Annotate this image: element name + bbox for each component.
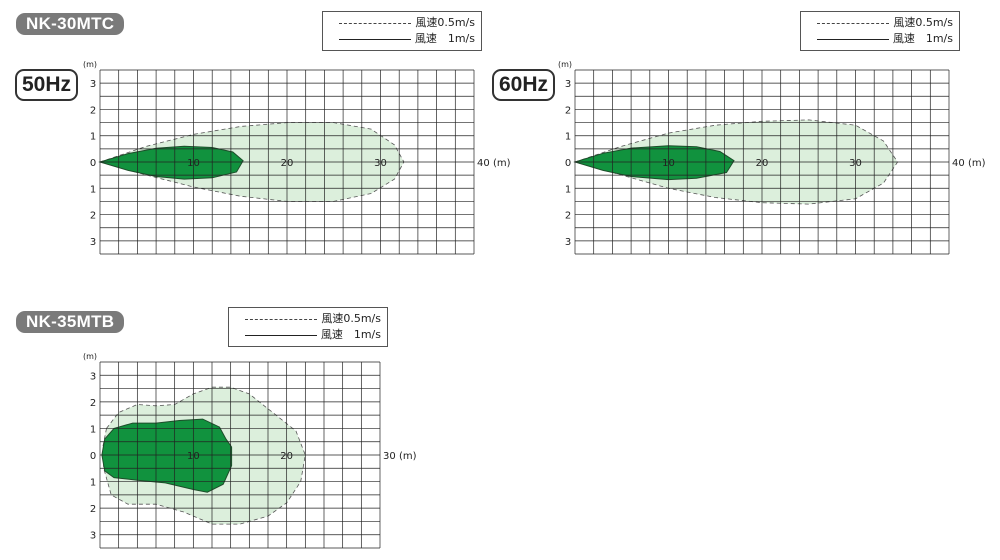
x-axis-unit: (m) xyxy=(399,451,417,462)
x-tick-label: 40 xyxy=(952,158,965,169)
solid-line-icon xyxy=(244,334,317,336)
legend-item-solid: 風速 1m/s xyxy=(329,31,475,47)
x-tick-label: 30 xyxy=(374,158,387,169)
y-tick-label: 2 xyxy=(565,105,571,116)
y-axis-unit: (m) xyxy=(83,352,97,361)
legend-label: 風速 1m/s xyxy=(320,328,381,341)
y-tick-label: 3 xyxy=(565,79,571,90)
legend-chart-3: 風速0.5m/s 風速 1m/s xyxy=(228,307,388,347)
y-tick-label: 2 xyxy=(90,105,96,116)
dashed-line-icon xyxy=(245,318,318,320)
y-tick-label: 0 xyxy=(565,158,571,169)
y-tick-label: 2 xyxy=(565,211,571,222)
x-tick-label: 10 xyxy=(187,158,200,169)
x-tick-label: 40 xyxy=(477,158,490,169)
x-tick-label: 20 xyxy=(280,451,293,462)
y-tick-label: 1 xyxy=(90,184,96,195)
legend-item-dashed: 風速0.5m/s xyxy=(235,311,381,327)
x-tick-label: 30 xyxy=(383,451,396,462)
x-axis-unit: (m) xyxy=(493,158,511,169)
legend-chart-2: 風速0.5m/s 風速 1m/s xyxy=(800,11,960,51)
y-tick-label: 1 xyxy=(565,184,571,195)
y-tick-label: 2 xyxy=(90,504,96,515)
solid-line-icon xyxy=(338,38,411,40)
y-tick-label: 0 xyxy=(90,158,96,169)
y-tick-label: 1 xyxy=(565,132,571,143)
legend-label: 風速 1m/s xyxy=(892,32,953,45)
y-tick-label: 3 xyxy=(90,531,96,542)
x-tick-label: 20 xyxy=(281,158,294,169)
legend-label: 風速0.5m/s xyxy=(415,16,475,29)
y-axis-unit: (m) xyxy=(558,60,572,69)
x-axis-unit: (m) xyxy=(968,158,986,169)
legend-item-solid: 風速 1m/s xyxy=(235,327,381,343)
y-tick-label: 1 xyxy=(90,478,96,489)
airflow-zone-1ms xyxy=(573,145,735,181)
x-tick-label: 10 xyxy=(662,158,675,169)
y-tick-label: 2 xyxy=(90,398,96,409)
model-badge-nk-35mtb: NK-35MTB xyxy=(16,311,125,333)
frequency-label-50hz: 50Hz xyxy=(15,69,79,101)
y-tick-label: 3 xyxy=(90,237,96,248)
model-badge-nk-30mtc: NK-30MTC xyxy=(16,13,125,35)
x-tick-label: 20 xyxy=(756,158,769,169)
frequency-label-60hz: 60Hz xyxy=(492,69,556,101)
y-tick-label: 3 xyxy=(90,79,96,90)
legend-label: 風速0.5m/s xyxy=(321,312,381,325)
x-tick-label: 30 xyxy=(849,158,862,169)
legend-item-dashed: 風速0.5m/s xyxy=(329,15,475,31)
y-axis-unit: (m) xyxy=(83,60,97,69)
legend-label: 風速0.5m/s xyxy=(893,16,953,29)
legend-item-solid: 風速 1m/s xyxy=(807,31,953,47)
y-tick-label: 0 xyxy=(90,451,96,462)
legend-chart-1: 風速0.5m/s 風速 1m/s xyxy=(322,11,482,51)
airflow-zone-1ms xyxy=(98,145,244,180)
dashed-line-icon xyxy=(817,22,890,24)
dashed-line-icon xyxy=(339,22,412,24)
y-tick-label: 3 xyxy=(565,237,571,248)
y-tick-label: 1 xyxy=(90,132,96,143)
solid-line-icon xyxy=(816,38,889,40)
x-tick-label: 10 xyxy=(187,451,200,462)
legend-label: 風速 1m/s xyxy=(414,32,475,45)
y-tick-label: 2 xyxy=(90,211,96,222)
y-tick-label: 1 xyxy=(90,424,96,435)
y-tick-label: 3 xyxy=(90,371,96,382)
legend-item-dashed: 風速0.5m/s xyxy=(807,15,953,31)
